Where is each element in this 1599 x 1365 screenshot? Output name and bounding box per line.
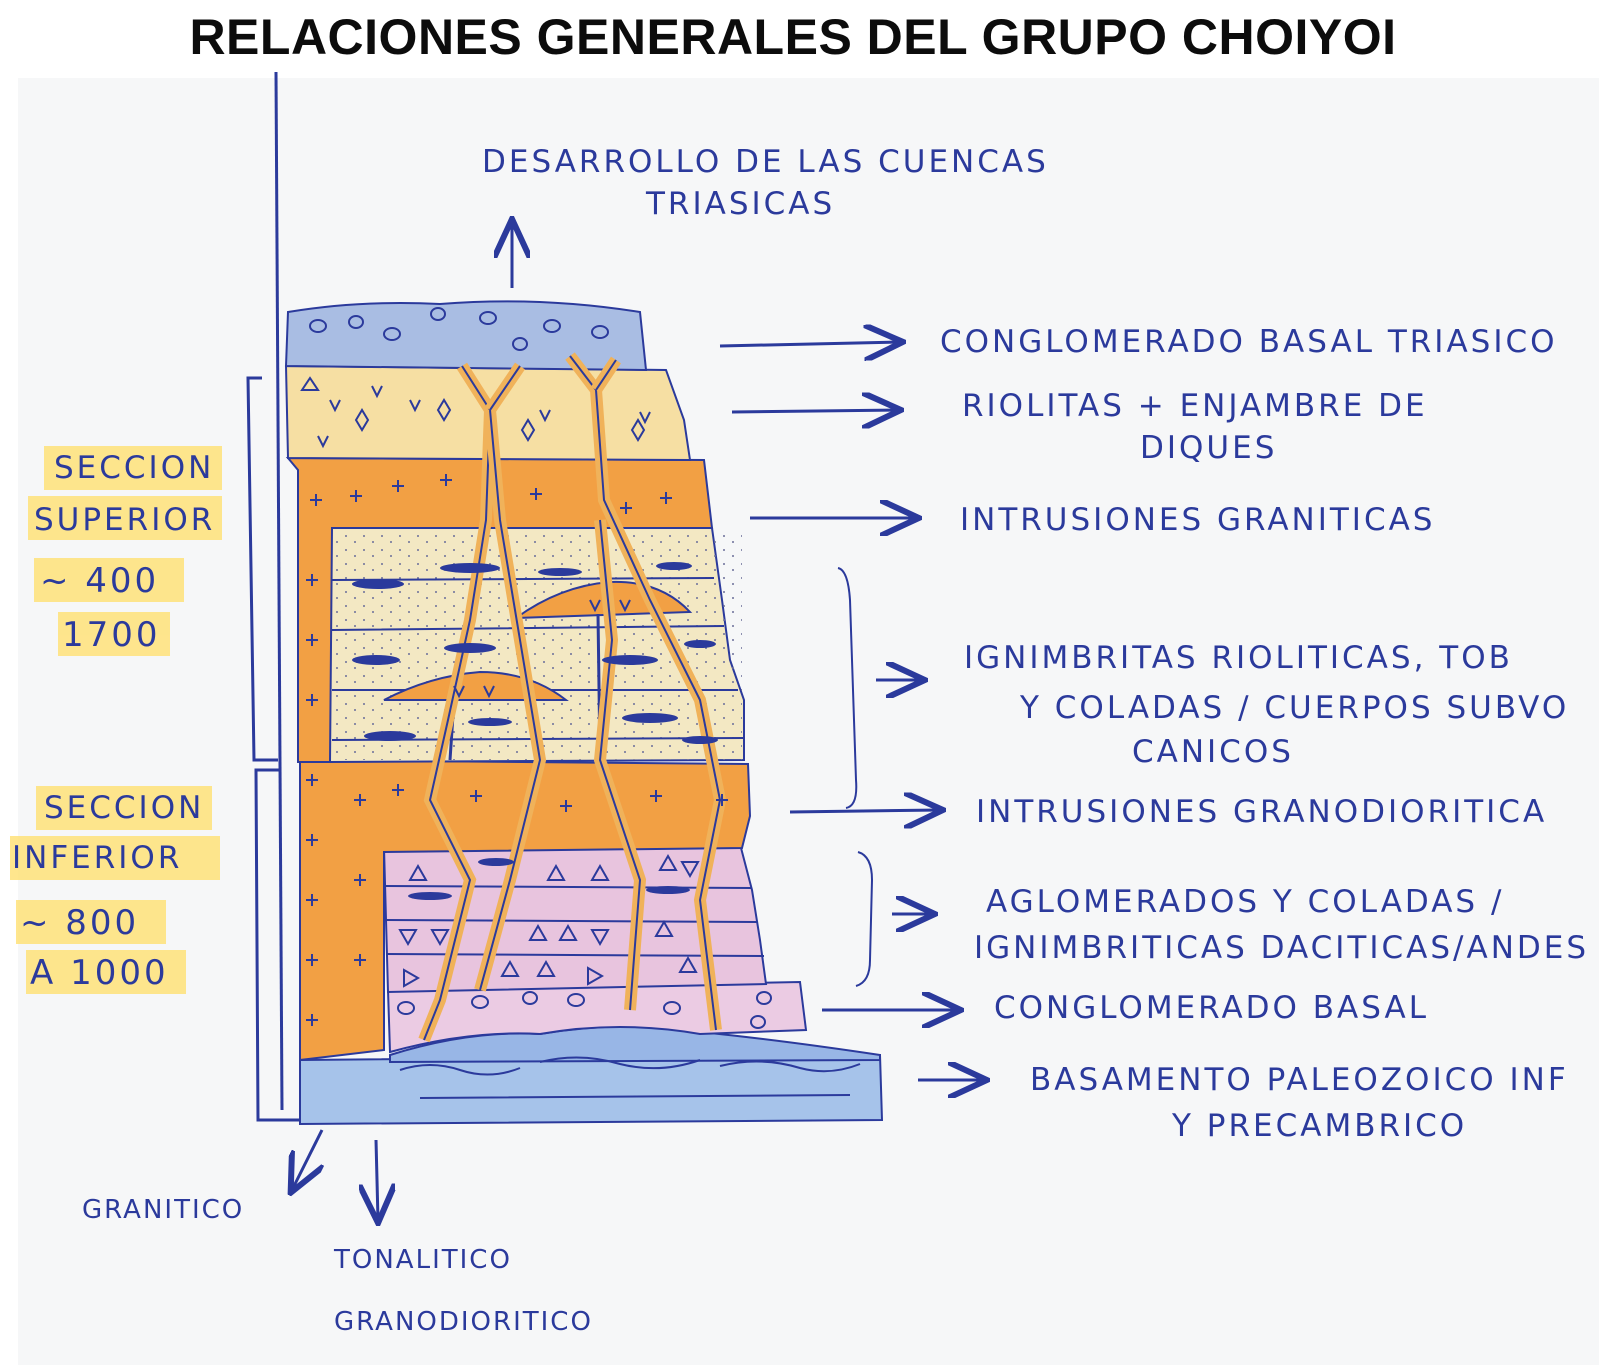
dike-3-edge [569, 355, 722, 1031]
unit-label-8b: Y PRECAMBRICO [1171, 1108, 1467, 1144]
unit-label-3: INTRUSIONES GRANITICAS [960, 502, 1435, 538]
pebble-symbols [309, 307, 772, 1029]
arrow-unit-5 [789, 810, 940, 812]
layer-granodiorite-intrusion [299, 758, 752, 1062]
unit-label-6b: IGNIMBRITICAS DACITICAS/ANDES [974, 930, 1589, 966]
plus-symbols [306, 474, 728, 1026]
unit-label-2b: DIQUES [1140, 430, 1277, 466]
superior-range-2: 1700 [62, 615, 161, 655]
brace-agglomerates [855, 851, 874, 987]
unit-label-4c: CANICOS [1132, 734, 1294, 770]
inferior-range-2: A 1000 [30, 953, 169, 993]
v-symbols [300, 376, 651, 699]
unit-label-7: CONGLOMERADO BASAL [994, 990, 1429, 1026]
fiamme-symbols [352, 562, 718, 900]
ignimbrite-bedding [331, 577, 745, 741]
vertical-axis-line [274, 71, 284, 1111]
inferior-name-1: SECCION [44, 790, 204, 826]
unit-label-5: INTRUSIONES GRANODIORITICA [976, 794, 1547, 830]
superior-name-1: SECCION [54, 450, 214, 486]
triangle-symbols [398, 853, 700, 988]
superior-name-2: SUPERIOR [34, 502, 215, 538]
tonalitico-label-2: GRANODIORITICO [334, 1307, 593, 1337]
dike-4-edge [595, 359, 642, 1011]
unit-label-1: CONGLOMERADO BASAL TRIASICO [940, 324, 1558, 360]
page-title: RELACIONES GENERALES DEL GRUPO CHOIYOI [189, 9, 1397, 65]
label-highlights [10, 446, 222, 994]
basement-schistosity [399, 1056, 861, 1099]
superior-range-1: ~ 400 [40, 561, 159, 601]
arrow-tonalitico [376, 1139, 378, 1220]
bracket-inferior [254, 768, 300, 1122]
arrow-granitico [292, 1129, 322, 1190]
layer-basal-conglomerate [386, 980, 808, 1054]
layer-triassic-conglomerate [284, 300, 648, 372]
top-note-line-2: TRIASICAS [645, 186, 835, 222]
paper-background [18, 78, 1599, 1365]
brace-ignimbrites [837, 567, 858, 809]
arrow-unit-2 [731, 410, 898, 412]
bracket-superior [246, 376, 278, 762]
unit-label-2a: RIOLITAS + ENJAMBRE DE [962, 388, 1428, 424]
layer-basement [299, 1053, 884, 1126]
tonalitico-label-1: TONALITICO [333, 1245, 512, 1275]
arrow-unit-1 [719, 342, 900, 346]
unit-label-8a: BASAMENTO PALEOZOICO INF [1030, 1062, 1569, 1098]
top-note-line-1: DESARROLLO DE LAS CUENCAS [482, 144, 1049, 180]
unit-label-4a: IGNIMBRITAS RIOLITICAS, TOB [964, 640, 1513, 676]
unit-label-4b: Y COLADAS / CUERPOS SUBVO [1019, 690, 1569, 726]
dike-2-edge [479, 365, 542, 991]
unit-label-6a: AGLOMERADOS Y COLADAS / [986, 884, 1504, 920]
inferior-name-2: INFERIOR [12, 840, 182, 876]
granitico-label: GRANITICO [82, 1195, 244, 1225]
inferior-range-1: ~ 800 [20, 903, 139, 943]
